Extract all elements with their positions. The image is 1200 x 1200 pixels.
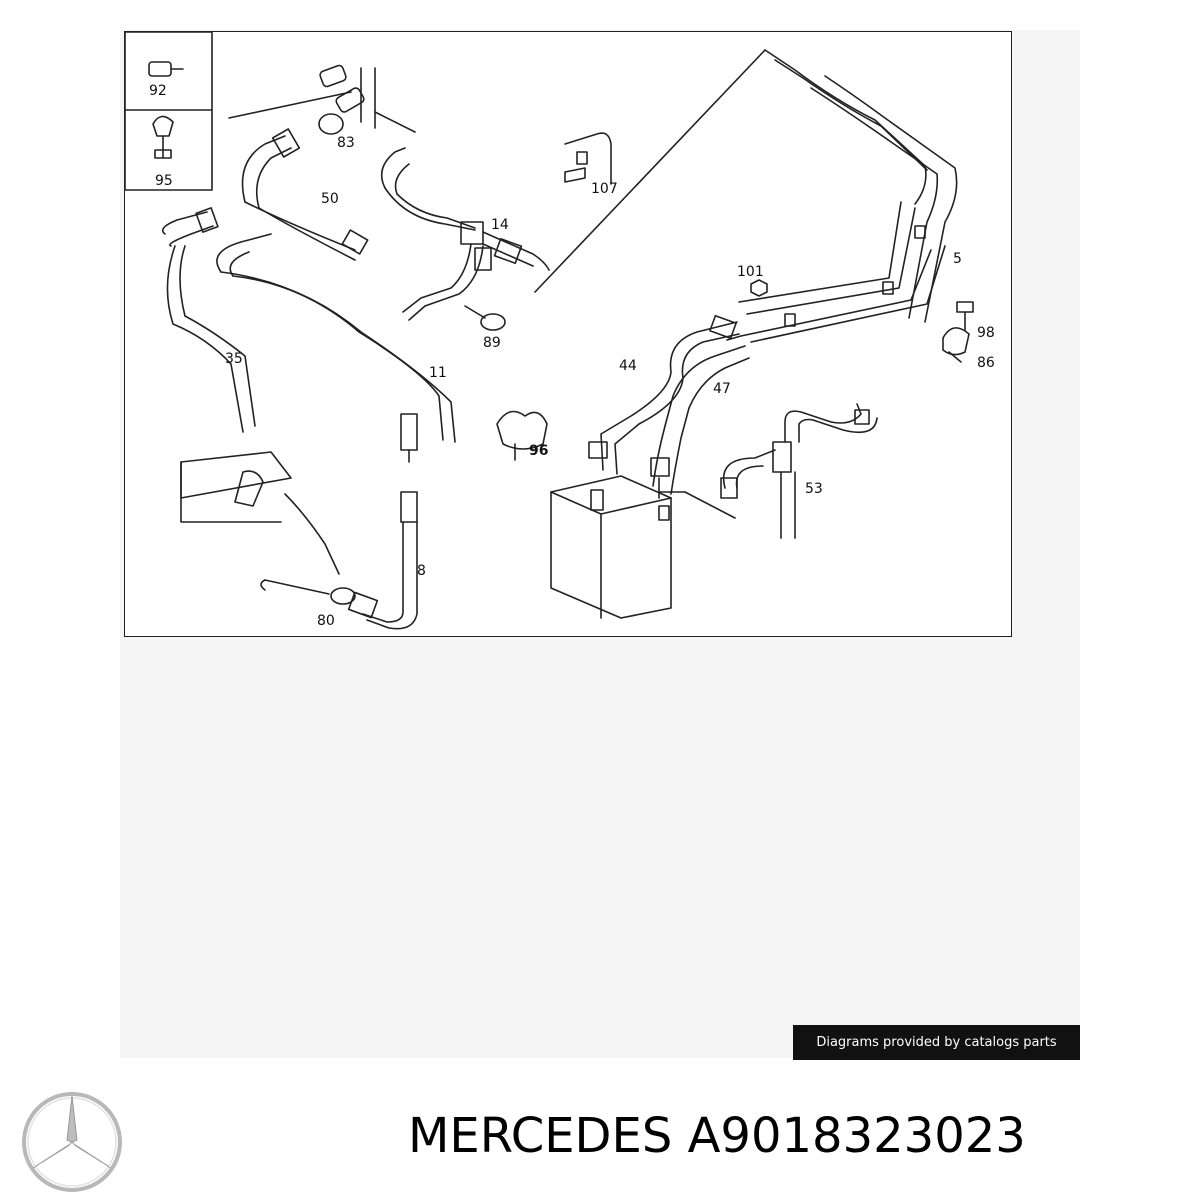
pipe-5 bbox=[764, 49, 927, 205]
callout-80: 80 bbox=[317, 613, 335, 629]
clip-92-icon bbox=[148, 61, 172, 77]
callout-35: 35 bbox=[225, 351, 243, 367]
callout-107: 107 bbox=[591, 181, 618, 197]
hose-14-lower bbox=[402, 243, 472, 313]
brand-name: MERCEDES bbox=[408, 1108, 673, 1164]
callout-44: 44 bbox=[619, 358, 637, 374]
hose-8 bbox=[362, 521, 404, 623]
parts-diagram: 92 95 83 107 50 14 89 101 5 98 86 35 11 … bbox=[124, 31, 1012, 637]
callout-101: 101 bbox=[737, 264, 764, 280]
clamp-89-icon bbox=[480, 313, 506, 331]
hose-35-top bbox=[161, 211, 208, 235]
hose-11-connector bbox=[400, 413, 418, 451]
pipe-5-lower bbox=[746, 207, 916, 315]
bolt-98-icon bbox=[956, 301, 974, 313]
hose-14-right bbox=[482, 231, 550, 271]
callout-98: 98 bbox=[977, 325, 995, 341]
callout-86: 86 bbox=[977, 355, 995, 371]
callout-95: 95 bbox=[155, 173, 173, 189]
callout-53: 53 bbox=[805, 481, 823, 497]
part-number: A9018323023 bbox=[687, 1108, 1026, 1164]
hose-diagram-drawing bbox=[125, 32, 974, 630]
callout-96: 96 bbox=[529, 443, 549, 459]
clip-107-icon bbox=[564, 132, 612, 185]
mercedes-star-icon bbox=[22, 1092, 122, 1192]
part-title: MERCEDES A9018323023 bbox=[408, 1112, 1026, 1160]
engine-block bbox=[180, 451, 292, 499]
hose-11 bbox=[216, 233, 272, 273]
callout-5: 5 bbox=[953, 251, 962, 267]
hose-8-connector bbox=[400, 491, 418, 523]
clamp-80-icon bbox=[330, 587, 356, 605]
hose-47 bbox=[652, 345, 746, 487]
callout-47: 47 bbox=[713, 381, 731, 397]
diagram-credit-label: Diagrams provided by catalogs parts bbox=[793, 1025, 1080, 1060]
clip-96-icon bbox=[496, 410, 548, 450]
hose-14-left bbox=[380, 147, 406, 189]
bolt-101-icon bbox=[750, 279, 768, 297]
callout-8: 8 bbox=[417, 563, 426, 579]
hose-53 bbox=[722, 449, 776, 489]
hose-35 bbox=[179, 245, 256, 427]
callout-89: 89 bbox=[483, 335, 501, 351]
callout-11: 11 bbox=[429, 365, 447, 381]
clamp-86-icon bbox=[942, 327, 970, 356]
hose-50 bbox=[241, 135, 286, 203]
inset-box-clips bbox=[125, 32, 213, 191]
callout-50: 50 bbox=[321, 191, 339, 207]
callout-83: 83 bbox=[337, 135, 355, 151]
clamp-83-icon bbox=[318, 113, 344, 135]
tee-14-icon bbox=[460, 221, 484, 245]
coolant-reservoir bbox=[550, 475, 672, 619]
callout-14: 14 bbox=[491, 217, 509, 233]
callout-92: 92 bbox=[149, 83, 167, 99]
hose-44 bbox=[600, 321, 738, 471]
clip-95-icon bbox=[152, 115, 174, 137]
